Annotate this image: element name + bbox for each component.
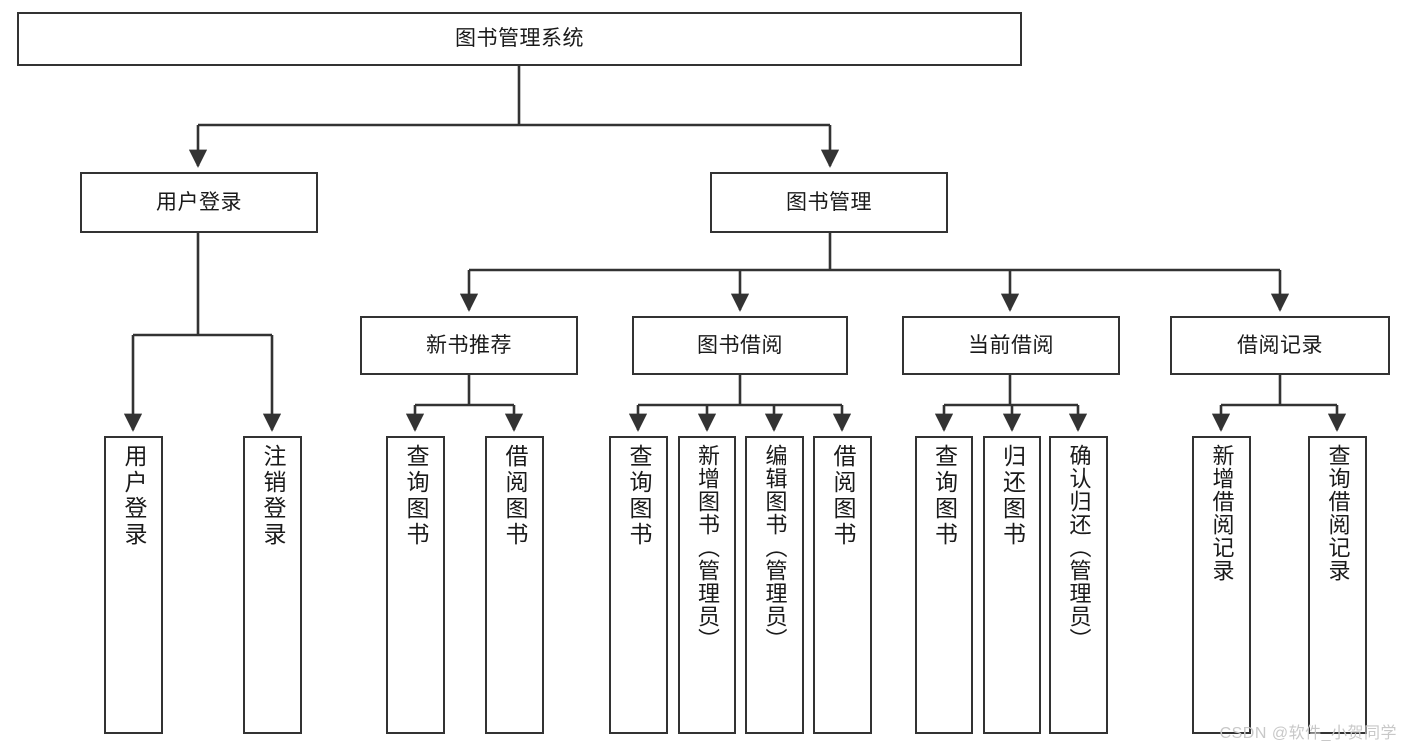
node-current-borrow[interactable]: 当前借阅 [902,316,1120,375]
node-leaf-borrow-book-recommend[interactable]: 借阅图书 [485,436,544,734]
node-leaf-borrow-book-recommend-label: 借阅图书 [502,444,528,548]
node-leaf-add-book-admin[interactable]: 新增图书（管理员） [678,436,736,734]
node-leaf-return-book-label: 归还图书 [999,444,1026,548]
node-leaf-query-borrow-record-label: 查询借阅记录 [1325,444,1351,582]
node-leaf-add-borrow-record-label: 新增借阅记录 [1209,444,1235,582]
node-user-login-label: 用户登录 [156,190,242,214]
node-leaf-edit-book-admin-label: 编辑图书（管理员） [762,444,788,651]
node-root-label: 图书管理系统 [455,27,584,51]
node-leaf-edit-book-admin[interactable]: 编辑图书（管理员） [745,436,804,734]
node-leaf-confirm-return-admin-label: 确认归还（管理员） [1066,444,1092,651]
node-new-book-recommend[interactable]: 新书推荐 [360,316,578,375]
node-user-login[interactable]: 用户登录 [80,172,318,233]
node-root[interactable]: 图书管理系统 [17,12,1022,66]
node-leaf-borrow-book[interactable]: 借阅图书 [813,436,872,734]
watermark-text: CSDN @软件_小贺同学 [1219,725,1397,742]
node-borrow-records[interactable]: 借阅记录 [1170,316,1390,375]
node-book-management[interactable]: 图书管理 [710,172,948,233]
node-leaf-logout-label: 注销登录 [260,444,286,548]
node-leaf-query-book-recommend[interactable]: 查询图书 [386,436,445,734]
node-leaf-query-book-recommend-label: 查询图书 [403,444,429,548]
node-leaf-add-book-admin-label: 新增图书（管理员） [695,444,720,651]
node-book-management-label: 图书管理 [786,190,872,214]
node-new-book-recommend-label: 新书推荐 [426,333,512,357]
node-current-borrow-label: 当前借阅 [968,333,1054,357]
node-leaf-user-login[interactable]: 用户登录 [104,436,163,734]
node-leaf-query-book-current[interactable]: 查询图书 [915,436,973,734]
node-book-borrow[interactable]: 图书借阅 [632,316,848,375]
node-leaf-borrow-book-label: 借阅图书 [830,444,856,548]
node-leaf-return-book[interactable]: 归还图书 [983,436,1041,734]
node-leaf-confirm-return-admin[interactable]: 确认归还（管理员） [1049,436,1108,734]
node-leaf-query-book-borrow[interactable]: 查询图书 [609,436,668,734]
node-leaf-logout[interactable]: 注销登录 [243,436,302,734]
node-book-borrow-label: 图书借阅 [697,333,783,357]
node-borrow-records-label: 借阅记录 [1237,333,1323,357]
node-leaf-query-book-borrow-label: 查询图书 [626,444,652,548]
node-leaf-query-borrow-record[interactable]: 查询借阅记录 [1308,436,1367,734]
node-leaf-add-borrow-record[interactable]: 新增借阅记录 [1192,436,1251,734]
node-leaf-user-login-label: 用户登录 [121,444,147,548]
node-leaf-query-book-current-label: 查询图书 [931,444,958,548]
